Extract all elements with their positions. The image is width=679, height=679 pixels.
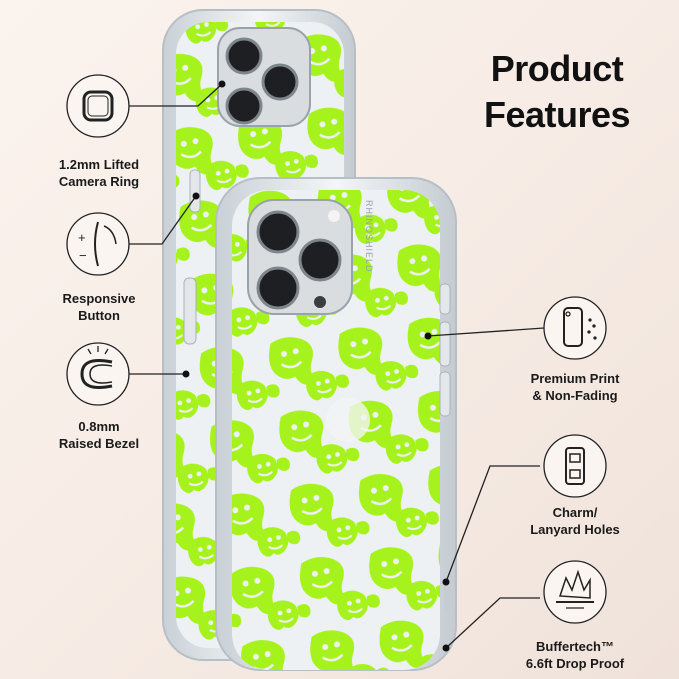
svg-text:−: − [79,248,87,263]
back-camera-module [217,27,311,127]
title-line-2: Features [483,94,631,135]
feature-label-print: Premium Print & Non-Fading [530,371,620,403]
lanyard-icon [543,434,607,498]
print-icon [543,296,607,360]
bezel-icon [66,342,130,406]
page-title: Product Features [462,46,652,138]
drop-proof-icon [543,560,607,624]
feature-label-button: Responsive Button [62,291,136,323]
logo-cutout [326,398,370,442]
brand-mark: RHINOSHIELD [364,200,374,273]
callout-lines [114,83,545,649]
button-icon: + − [66,212,130,276]
phone-case-front-view: RHINOSHIELD [215,177,457,671]
camera-ring-icon [66,74,130,138]
feature-label-lanyard: Charm/ Lanyard Holes [530,505,620,537]
svg-text:+: + [78,230,86,245]
callout-dots [182,80,450,652]
feature-label-drop-proof: Buffertech™ 6.6ft Drop Proof [525,639,625,671]
title-line-1: Product [490,48,624,89]
feature-label-bezel: 0.8mm Raised Bezel [58,419,140,451]
feature-label-camera-ring: 1.2mm Lifted Camera Ring [58,157,140,189]
front-camera-module [247,199,353,315]
